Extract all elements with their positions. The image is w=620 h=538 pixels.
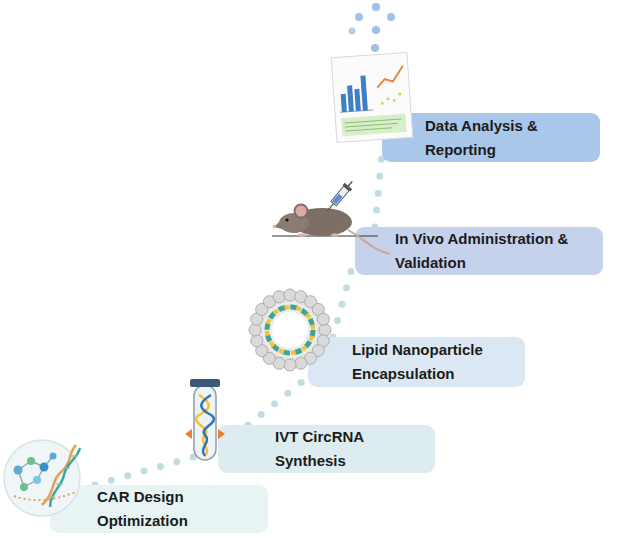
car-design-icon-part	[14, 466, 23, 475]
report-icon-part-part	[398, 92, 401, 95]
mouse-icon-part	[323, 178, 356, 214]
step-label: Lipid Nanoparticle Encapsulation	[352, 338, 515, 386]
nanoparticle-icon-part-part	[284, 289, 296, 301]
nanoparticle-icon-part-part	[319, 324, 331, 336]
report-icon-part-part	[354, 89, 361, 111]
spray-dots	[349, 3, 396, 52]
test-tube-icon-part	[194, 385, 216, 460]
mouse-icon-part-part	[327, 204, 333, 212]
dotted-connector	[248, 377, 308, 425]
mouse-icon-part-part	[343, 183, 353, 192]
report-icon-part-part	[381, 102, 384, 105]
nanoparticle-icon-part-part	[251, 335, 263, 347]
nanoparticle-icon-part-part	[305, 296, 317, 308]
spray-dots-part	[355, 13, 363, 21]
car-design-icon-part	[18, 456, 53, 487]
spray-dots-part	[371, 44, 379, 52]
mouse-icon-part-part	[332, 194, 342, 205]
spray-dots-part	[349, 28, 356, 35]
step-box: In Vivo Administration & Validation	[355, 227, 603, 275]
car-design-icon-part	[20, 483, 28, 491]
car-design-icon-part-part	[71, 455, 78, 456]
dotted-connector	[333, 257, 355, 337]
mouse-icon-part	[292, 208, 352, 236]
mouse-icon-part	[274, 219, 286, 230]
report-icon-part-part	[386, 97, 389, 100]
dotted-connector	[375, 153, 382, 227]
car-design-icon-part	[33, 476, 41, 484]
step-label: CAR Design Optimization	[97, 485, 257, 533]
step-box: Lipid Nanoparticle Encapsulation	[308, 337, 525, 387]
car-design-icon-part-part	[64, 467, 70, 468]
report-icon-part	[340, 110, 373, 112]
mouse-icon-part	[285, 218, 288, 221]
nanoparticle-icon-part-part	[249, 324, 261, 336]
nanoparticle-icon-part-part	[256, 303, 268, 315]
step-label: In Vivo Administration & Validation	[395, 227, 603, 275]
spray-dots-part	[372, 26, 380, 34]
nanoparticle-icon-part-part	[317, 313, 329, 325]
step-label: Data Analysis & Reporting	[425, 114, 593, 162]
nanoparticle-icon-part-part	[263, 352, 275, 364]
nanoparticle-icon-part	[272, 312, 308, 348]
nanoparticle-icon-part-part	[295, 357, 307, 369]
nanoparticle-icon-part-part	[273, 291, 285, 303]
car-design-icon-part-part	[31, 461, 44, 467]
mouse-icon-part-part	[331, 233, 339, 237]
car-design-icon-part	[50, 453, 57, 460]
mouse-icon-part	[298, 233, 339, 237]
report-icon-part-part	[360, 75, 367, 110]
step-box: Data Analysis & Reporting	[382, 113, 600, 162]
test-tube-icon-part	[196, 395, 209, 456]
step-box: CAR Design Optimization	[50, 485, 268, 533]
spray-dots-part	[387, 13, 395, 21]
mouse-icon-part	[273, 225, 277, 229]
car-design-icon-part	[40, 463, 49, 472]
mouse-icon-part-part	[331, 186, 349, 206]
report-icon-part-part	[393, 99, 396, 102]
mouse-icon-part-part	[298, 233, 306, 237]
test-tube-icon-part	[201, 395, 214, 456]
nanoparticle-icon-part-part	[251, 313, 263, 325]
mouse-icon-part-part	[348, 181, 352, 186]
test-tube-icon-part	[185, 429, 192, 439]
car-design-icon-part-part	[18, 470, 24, 487]
test-tube-icon-part	[190, 379, 220, 387]
car-design-icon-part	[27, 457, 35, 465]
nanoparticle-icon-part	[267, 307, 313, 353]
nanoparticle-icon-part-part	[312, 303, 324, 315]
report-icon-part	[376, 66, 404, 88]
nanoparticle-icon-part-part	[284, 359, 296, 371]
car-design-icon-part-part	[18, 461, 31, 470]
dotted-connector	[95, 450, 218, 485]
report-icon-part	[339, 75, 367, 112]
nanoparticle-icon-part-part	[295, 291, 307, 303]
step-label: IVT CircRNA Synthesis	[275, 425, 425, 473]
car-design-icon-part-part	[24, 480, 37, 487]
car-design-icon-part-part	[44, 456, 53, 467]
nanoparticle-icon-part-part	[256, 345, 268, 357]
spray-dots-part	[372, 3, 380, 11]
nanoparticle-icon-part	[267, 307, 313, 353]
mouse-icon-part	[295, 205, 308, 218]
mouse-icon-part	[279, 213, 309, 233]
nanoparticle-icon-part-part	[263, 296, 275, 308]
nanoparticle-icon-part-part	[273, 357, 285, 369]
report-icon-part-part	[347, 85, 354, 111]
car-design-icon-part-part	[37, 467, 44, 480]
report-icon-part	[380, 92, 402, 104]
step-box: IVT CircRNA Synthesis	[218, 425, 435, 473]
report-icon-part-part	[341, 94, 347, 112]
